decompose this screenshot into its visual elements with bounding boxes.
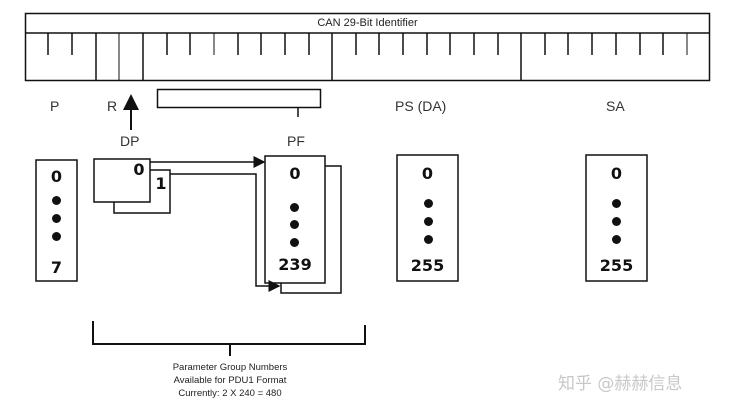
pf-range-bar <box>156 88 322 109</box>
ellipsis-dot-icon <box>612 199 621 208</box>
ellipsis-dot-icon <box>424 217 433 226</box>
dp1-to-pf-arrow-icon <box>170 173 281 292</box>
field-label-sa: SA <box>606 98 625 114</box>
sa-min: 0 <box>610 164 623 183</box>
pgn-caption: Parameter Group Numbers Available for PD… <box>130 361 330 400</box>
ps-min: 0 <box>421 164 434 183</box>
dp-box-front <box>93 158 151 203</box>
ellipsis-dot-icon <box>424 235 433 244</box>
ellipsis-dot-icon <box>52 196 61 205</box>
pgn-bracket <box>92 321 366 356</box>
identifier-bit-bar <box>24 12 711 82</box>
ellipsis-dot-icon <box>612 235 621 244</box>
ellipsis-dot-icon <box>290 220 299 229</box>
caption-line-3: Currently: 2 X 240 = 480 <box>178 388 282 399</box>
ellipsis-dot-icon <box>290 203 299 212</box>
ellipsis-dot-icon <box>424 199 433 208</box>
caption-line-2: Available for PDU1 Format <box>173 375 287 386</box>
identifier-title: CAN 29-Bit Identifier <box>317 17 418 29</box>
pf-max: 239 <box>278 255 312 274</box>
ellipsis-dot-icon <box>52 214 61 223</box>
dp-value-0: 0 <box>133 160 145 179</box>
caption-line-1: Parameter Group Numbers <box>172 362 288 373</box>
dp-value-1: 1 <box>155 174 167 193</box>
ellipsis-dot-icon <box>52 232 61 241</box>
field-label-r: R <box>107 98 118 114</box>
pf-box-front <box>264 155 326 284</box>
priority-max: 7 <box>50 258 63 277</box>
ellipsis-dot-icon <box>290 238 299 247</box>
ps-max: 255 <box>410 256 445 275</box>
field-label-dp: DP <box>120 133 140 149</box>
field-label-ps: PS (DA) <box>395 98 447 114</box>
priority-min: 0 <box>50 167 63 186</box>
pf-min: 0 <box>289 164 301 183</box>
sa-max: 255 <box>599 256 634 275</box>
field-label-p: P <box>50 98 60 114</box>
ellipsis-dot-icon <box>612 217 621 226</box>
field-label-pf: PF <box>287 133 305 149</box>
watermark: 知乎 @赫赫信息 <box>558 374 683 394</box>
